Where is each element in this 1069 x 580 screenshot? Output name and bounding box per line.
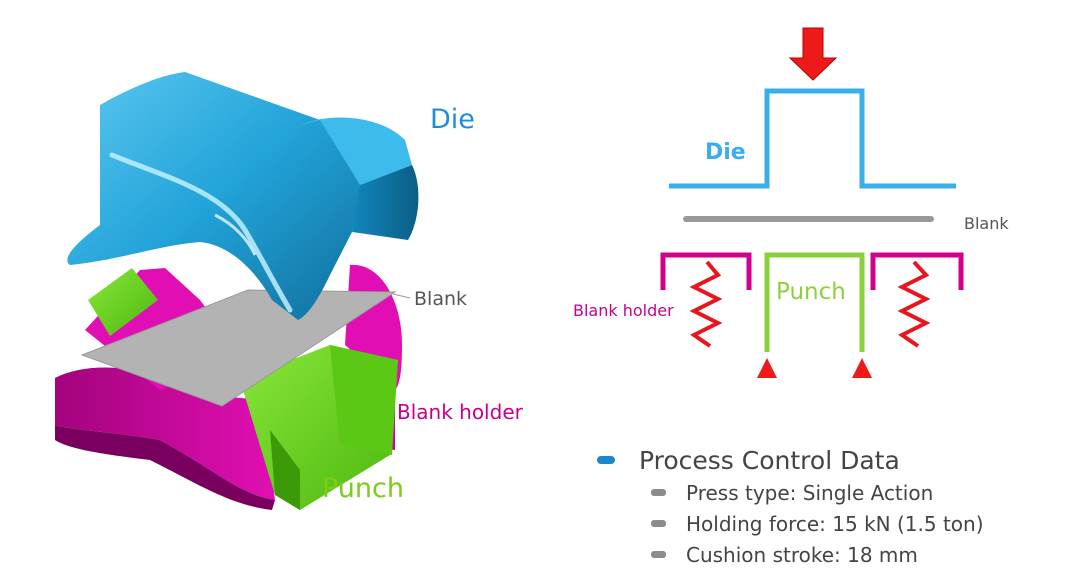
blank-label: Blank [414, 288, 468, 310]
down-arrow-icon [788, 27, 838, 81]
list-item: Holding force: 15 kN (1.5 ton) [651, 508, 984, 539]
list-item: Press type: Single Action [651, 477, 984, 508]
bullet-icon [597, 456, 615, 464]
punch-3d [88, 268, 398, 510]
schematic-blank-holder [660, 252, 964, 290]
schematic-punch [764, 252, 865, 352]
blank-3d [80, 289, 397, 407]
schematic-die-label: Die [705, 140, 746, 165]
list-item: Cushion stroke: 18 mm [651, 539, 984, 570]
process-control-heading: Process Control Data [597, 443, 984, 477]
cushion-stroke-text: Cushion stroke: 18 mm [686, 542, 918, 567]
schematic-punch-label: Punch [776, 279, 846, 305]
die-label: Die [430, 104, 475, 135]
bullet-icon [651, 551, 666, 558]
triangle-icon [757, 358, 777, 378]
die-3d [67, 72, 419, 320]
holding-force-text: Holding force: 15 kN (1.5 ton) [686, 511, 984, 536]
spring-icon [689, 260, 931, 348]
schematic-blank-label: Blank [964, 214, 1009, 233]
triangle-icon [852, 358, 872, 378]
process-control-title: Process Control Data [639, 445, 900, 475]
blank-leader-line [392, 293, 411, 299]
process-control-data: Process Control Data Press type: Single … [597, 443, 984, 570]
bullet-icon [651, 489, 666, 496]
schematic-die [669, 88, 956, 189]
punch-label: Punch [322, 473, 404, 504]
press-type-text: Press type: Single Action [686, 480, 934, 505]
schematic-blank-holder-label: Blank holder [573, 301, 674, 320]
bullet-icon [651, 520, 666, 527]
blank-holder-label: Blank holder [397, 400, 523, 424]
